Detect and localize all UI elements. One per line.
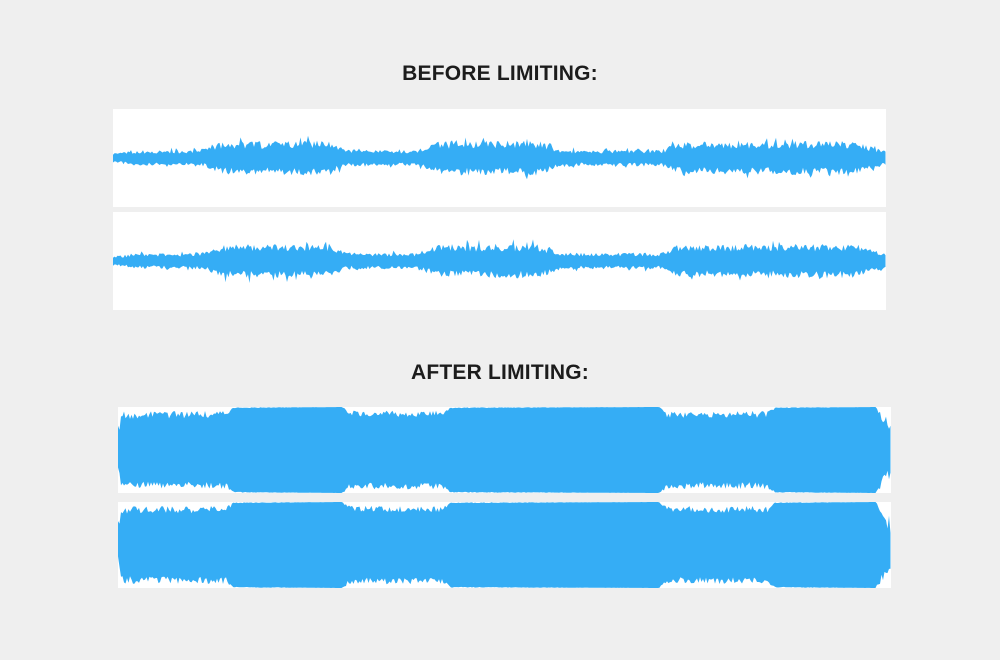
before-waveform-shape [113, 239, 886, 283]
after-waveform-shape [118, 502, 891, 588]
before-waveform-shape [113, 135, 886, 180]
after-limiting-title: AFTER LIMITING: [411, 361, 589, 384]
before-waveform-track-right [113, 212, 886, 310]
after-waveform-track-right [118, 502, 891, 588]
after-waveform-shape [118, 407, 891, 493]
before-waveform-right [113, 239, 886, 283]
after-waveform-track-left [118, 407, 891, 493]
before-limiting-title: BEFORE LIMITING: [402, 62, 598, 85]
before-waveform-track-left [113, 109, 886, 207]
after-waveform-right [118, 502, 891, 588]
after-waveform-left [118, 407, 891, 493]
before-waveform-left [113, 135, 886, 180]
